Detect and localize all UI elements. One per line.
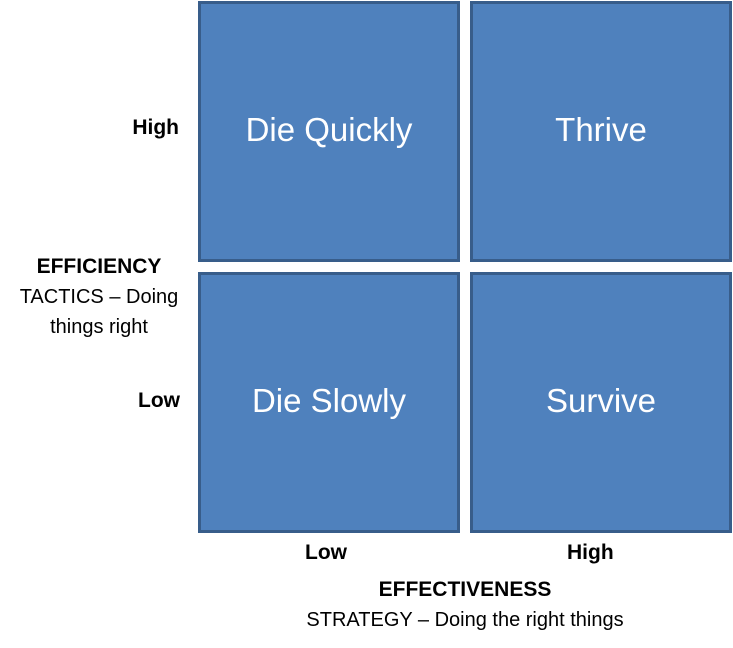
- y-axis-subtitle-line1: TACTICS – Doing: [19, 286, 179, 308]
- y-axis-high-label: High: [132, 116, 179, 139]
- quadrant-label-die-slowly: Die Slowly: [251, 381, 407, 419]
- quadrant-survive: Survive: [470, 272, 732, 533]
- x-axis-low-label: Low: [305, 541, 347, 564]
- quadrant-thrive: Thrive: [470, 1, 732, 262]
- y-axis-subtitle-line2: things right: [50, 316, 148, 338]
- quadrant-label-survive: Survive: [545, 381, 657, 419]
- x-axis-subtitle: STRATEGY – Doing the right things: [306, 609, 624, 631]
- quadrant-die-quickly: Die Quickly: [198, 1, 460, 262]
- quadrant-die-slowly: Die Slowly: [198, 272, 460, 533]
- y-axis-title: EFFICIENCY: [36, 255, 162, 278]
- x-axis-high-label: High: [567, 541, 614, 564]
- quadrant-label-thrive: Thrive: [555, 110, 647, 148]
- y-axis-low-label: Low: [138, 389, 180, 412]
- x-axis-title-block: EFFECTIVENESS STRATEGY – Doing the right…: [198, 575, 732, 635]
- y-axis-title-block: EFFICIENCY TACTICS – Doing things right: [0, 252, 198, 342]
- x-axis-title: EFFECTIVENESS: [378, 578, 552, 601]
- quadrant-label-die-quickly: Die Quickly: [245, 110, 413, 148]
